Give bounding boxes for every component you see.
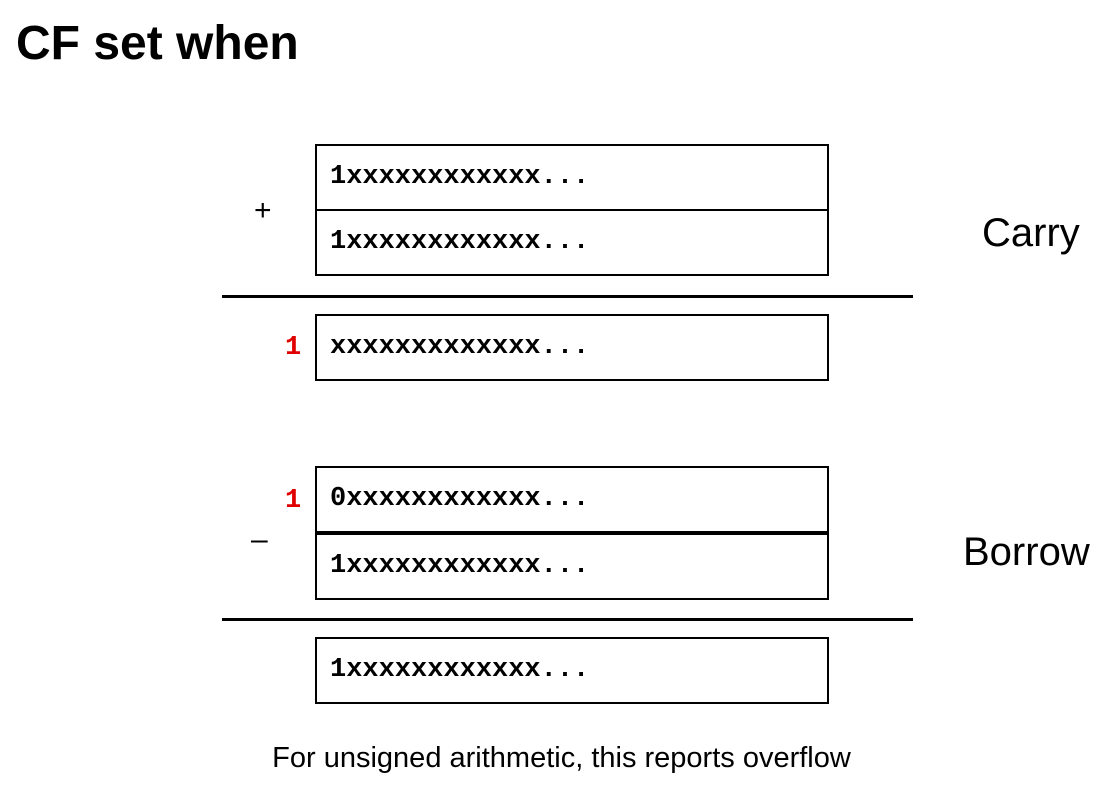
carry-result-box: xxxxxxxxxxxxx... <box>315 314 829 381</box>
carry-out-bit: 1 <box>285 333 302 363</box>
carry-label: Carry <box>982 211 1080 255</box>
borrow-result-box: 1xxxxxxxxxxxx... <box>315 637 829 704</box>
caption: For unsigned arithmetic, this reports ov… <box>272 742 851 774</box>
minus-operator: – <box>251 523 268 556</box>
borrow-in-bit: 1 <box>285 486 302 516</box>
plus-operator: + <box>254 194 272 227</box>
borrow-operand-2-box: 1xxxxxxxxxxxx... <box>315 533 829 600</box>
page-title: CF set when <box>16 17 299 70</box>
carry-sum-rule <box>222 295 913 298</box>
carry-operand-2-box: 1xxxxxxxxxxxx... <box>315 209 829 276</box>
borrow-label: Borrow <box>963 530 1090 574</box>
borrow-operand-1-box: 0xxxxxxxxxxxx... <box>315 466 829 533</box>
borrow-difference-rule <box>222 618 913 621</box>
carry-operand-1-box: 1xxxxxxxxxxxx... <box>315 144 829 211</box>
